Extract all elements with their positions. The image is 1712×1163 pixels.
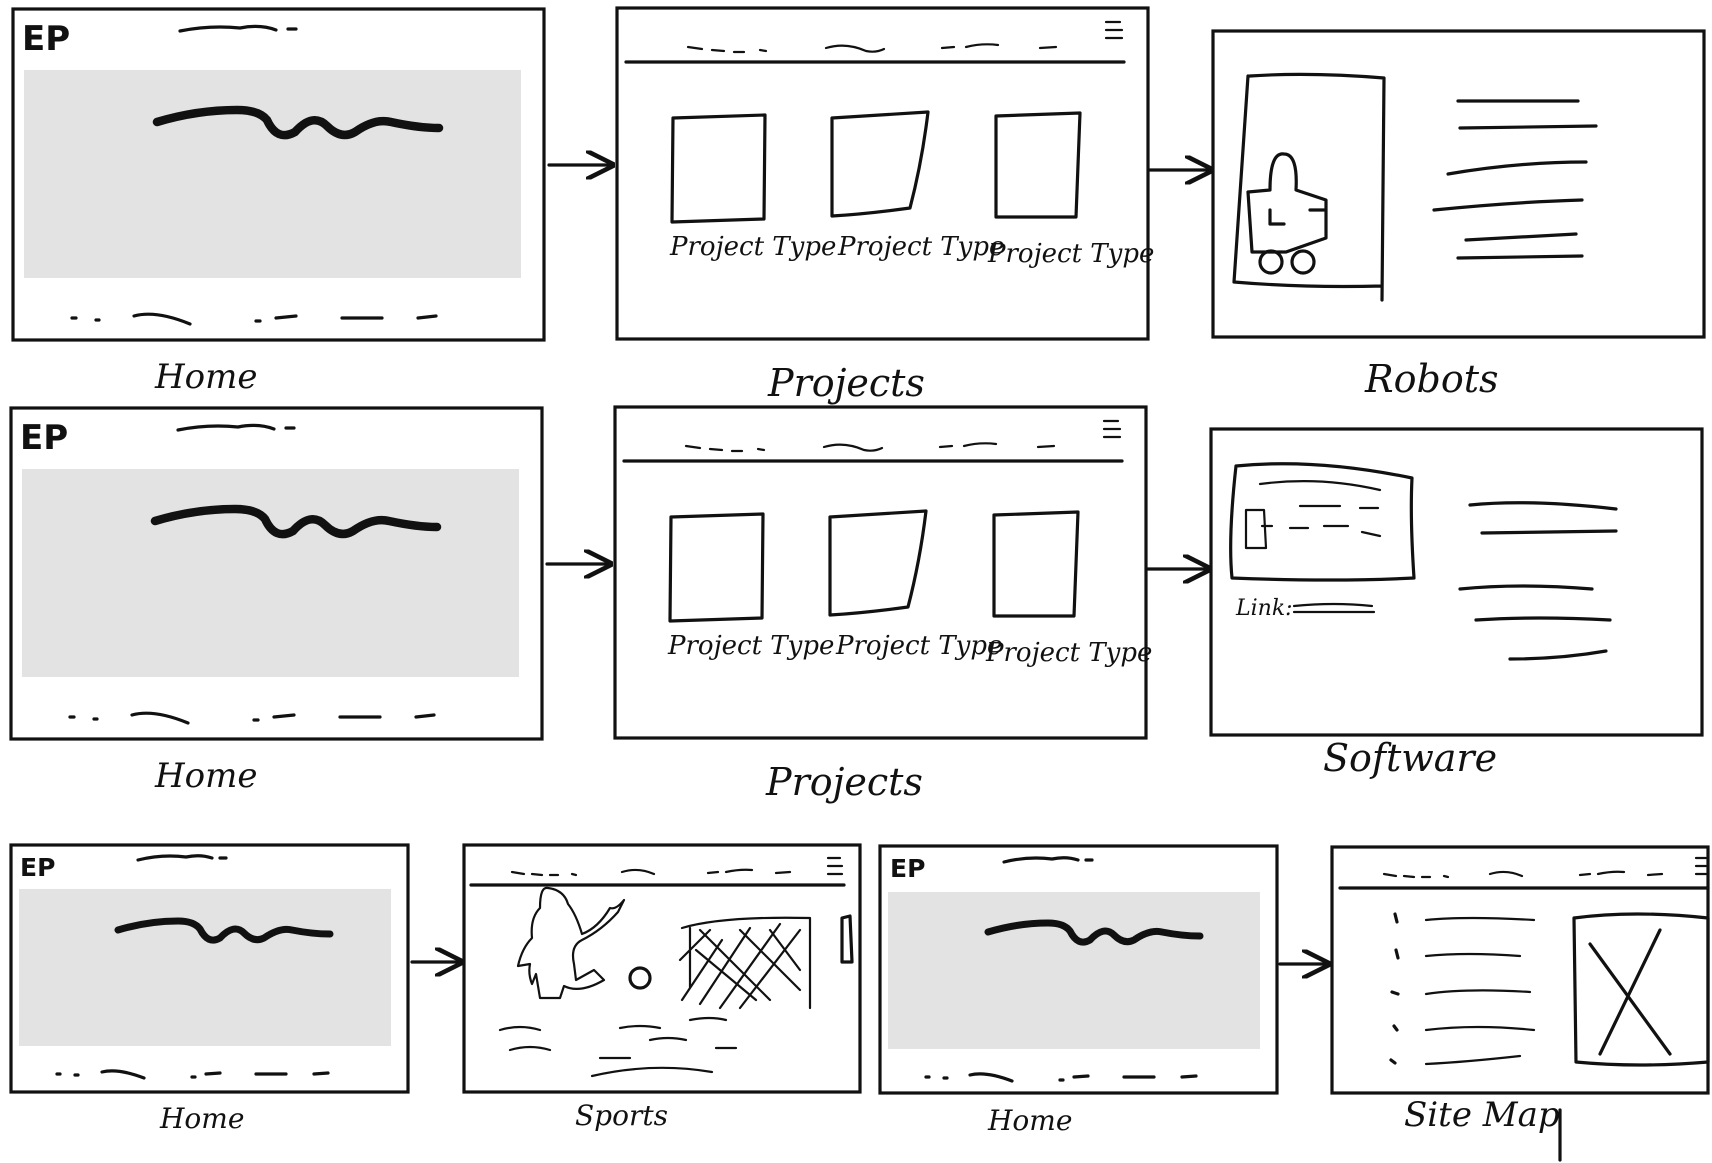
card-caption-6: Project Type — [985, 638, 1152, 668]
card-caption-2: Project Type — [837, 232, 1004, 262]
home-label-2: Home — [154, 756, 257, 796]
ep-logo: EP — [22, 19, 70, 59]
home-wireframe-1: EP — [11, 7, 546, 342]
home-wireframe-3: EP — [9, 843, 410, 1094]
home-wireframe-4: EP — [878, 844, 1279, 1095]
card-caption-5: Project Type — [835, 631, 1002, 661]
hero-banner — [22, 469, 519, 677]
site-map-wireframe — [1330, 845, 1710, 1095]
hamburger-menu-icon — [1102, 419, 1122, 439]
hamburger-menu-icon — [1104, 20, 1124, 40]
projects-label-1: Projects — [767, 361, 925, 405]
projects-label-2: Projects — [765, 760, 923, 804]
projects-wireframe-1: Project Type Project Type Project Type — [615, 6, 1154, 341]
hero-banner — [24, 70, 521, 278]
home-label-1: Home — [154, 357, 257, 397]
site-map-label: Site Map — [1404, 1095, 1560, 1135]
robots-wireframe — [1211, 29, 1706, 339]
card-caption-4: Project Type — [667, 631, 834, 661]
robots-label: Robots — [1364, 357, 1498, 401]
home-wireframe-2: EP — [9, 406, 544, 741]
home-label-3: Home — [159, 1102, 244, 1135]
ep-logo: EP — [20, 418, 68, 458]
sports-label: Sports — [575, 1099, 668, 1132]
home-label-4: Home — [987, 1104, 1072, 1137]
ep-logo: EP — [890, 854, 925, 883]
ep-logo: EP — [20, 853, 55, 882]
link-label: Link: — [1235, 596, 1293, 621]
card-caption-1: Project Type — [669, 232, 836, 262]
software-label: Software — [1323, 736, 1497, 780]
projects-wireframe-2: Project Type Project Type Project Type — [613, 405, 1152, 740]
hamburger-menu-icon — [826, 856, 844, 876]
sports-wireframe — [462, 843, 862, 1094]
hamburger-menu-icon — [1694, 856, 1708, 876]
software-wireframe: Link: — [1209, 427, 1704, 737]
hero-banner — [888, 892, 1260, 1049]
hero-banner — [19, 889, 391, 1046]
card-caption-3: Project Type — [987, 239, 1154, 269]
